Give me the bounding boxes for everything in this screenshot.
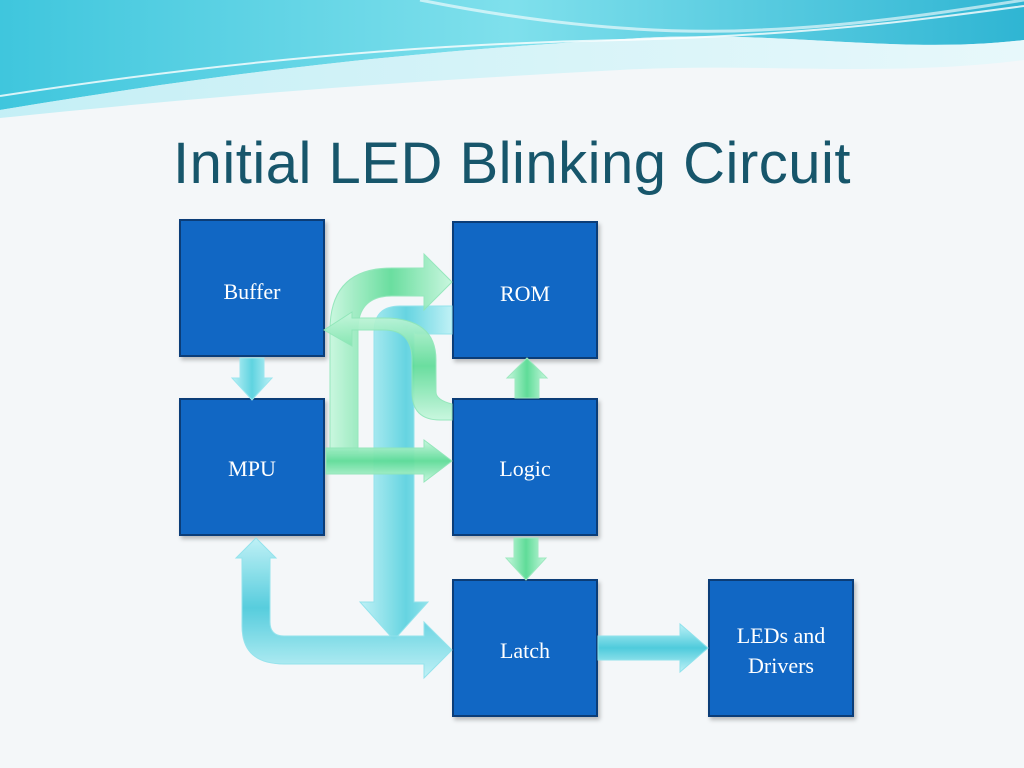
arrow-latch-to-leds	[597, 622, 709, 674]
logic-label: Logic	[499, 456, 551, 481]
rom-label: ROM	[499, 281, 551, 306]
latch-block: Latch	[452, 579, 598, 717]
arrow-logic-to-rom	[505, 357, 549, 399]
leds-and-drivers-block: LEDs and Drivers	[708, 579, 854, 717]
mpu-label: MPU	[228, 456, 276, 481]
mpu-block: MPU	[179, 398, 325, 536]
latch-label: Latch	[499, 638, 551, 663]
buffer-label: Buffer	[223, 279, 281, 304]
slide-title: Initial LED Blinking Circuit	[172, 131, 852, 196]
rom-block: ROM	[452, 221, 598, 359]
leds-and-drivers-label: LEDs and Drivers	[736, 623, 826, 678]
arrow-logic-to-buffer	[323, 311, 453, 421]
buffer-block: Buffer	[179, 219, 325, 357]
arrow-latch-to-mpu	[234, 537, 453, 680]
arrow-mpu-to-logic	[325, 439, 453, 483]
wave-header-decoration	[0, 0, 1024, 118]
arrow-logic-to-latch	[504, 537, 548, 581]
arrow-mpu-to-rom	[329, 252, 453, 453]
logic-block: Logic	[452, 398, 598, 536]
arrow-rom-to-latch	[358, 305, 453, 641]
arrow-buffer-to-mpu	[230, 357, 274, 401]
